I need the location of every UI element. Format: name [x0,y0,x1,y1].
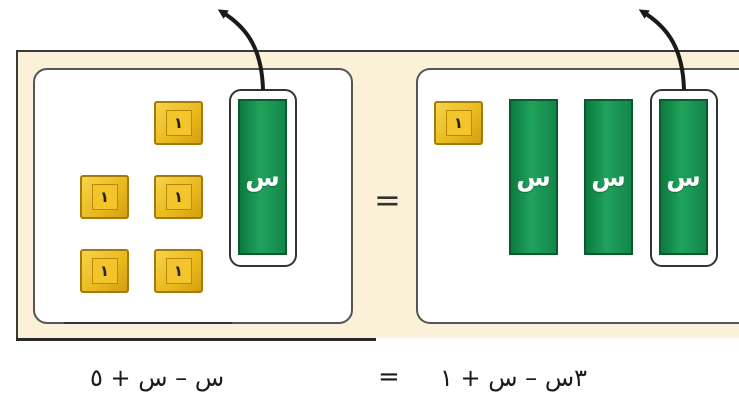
unit-tile-label: ١ [445,110,472,136]
x-tile-label: س [245,162,280,192]
equals-sign: = [374,181,401,219]
x-tile-label: س [516,162,551,192]
x-tile-label: س [591,162,626,192]
right-expression: ٣س – س + ١ [440,364,587,392]
up-arrow-left [217,9,265,91]
unit-tile-label: ١ [165,184,192,210]
unit-tile: ١ [80,175,129,219]
unit-tile-label: ١ [165,110,192,136]
x-tile: س [238,99,287,255]
unit-tile-label: ١ [91,258,118,284]
x-tile: س [659,99,708,255]
unit-tile-label: ١ [165,258,192,284]
unit-tile: ١ [154,249,203,293]
unit-tile: ١ [154,101,203,145]
x-tile: س [584,99,633,255]
unit-tile: ١ [80,249,129,293]
left-panel-underline [64,322,232,324]
unit-tile-label: ١ [91,184,118,210]
up-arrow-right [638,9,686,91]
bottom-rule [16,338,376,341]
left-expression: س – س + ٥ [90,364,225,392]
x-tile: س [509,99,558,255]
unit-tile: ١ [154,175,203,219]
unit-tile: ١ [434,101,483,145]
bottom-equals-sign: = [378,362,400,392]
x-tile-label: س [666,162,701,192]
